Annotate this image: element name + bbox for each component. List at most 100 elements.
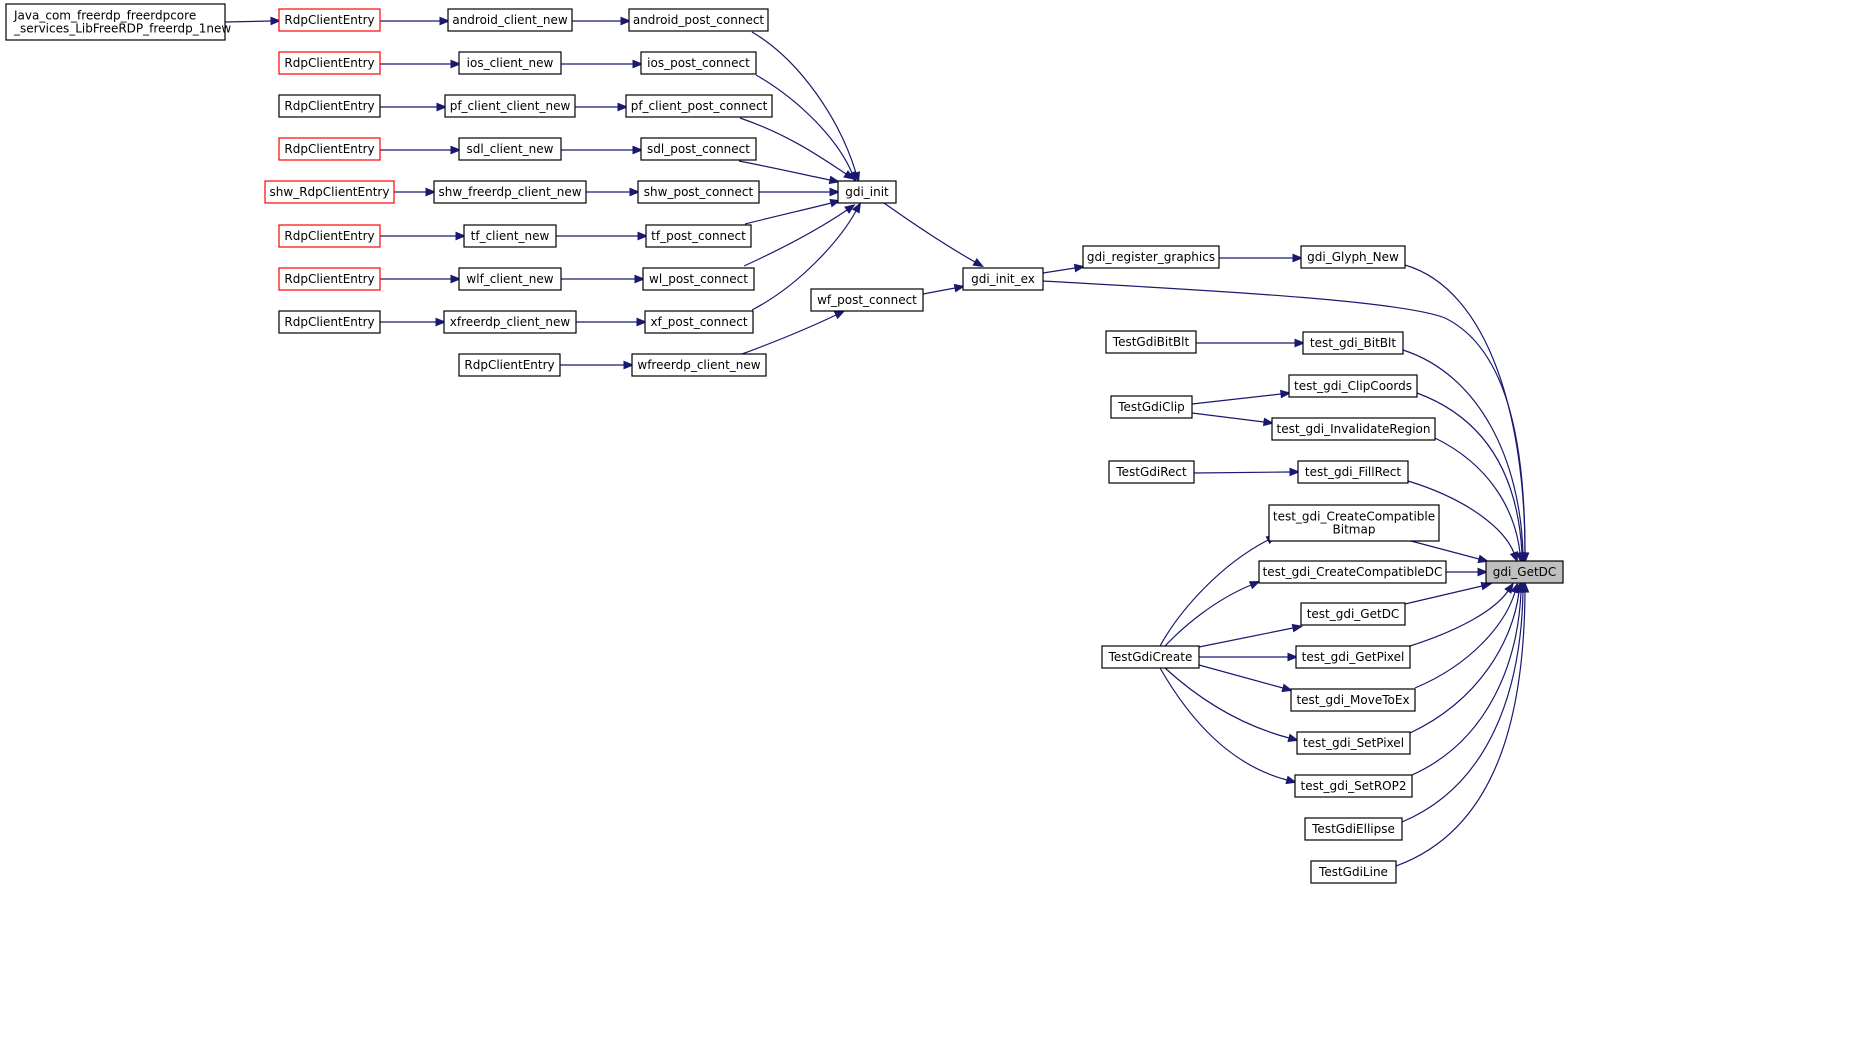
node-label: TestGdiClip <box>1117 400 1185 414</box>
node-box <box>1296 731 1411 755</box>
node-box <box>278 8 381 32</box>
node-label: ios_client_new <box>467 56 554 70</box>
node-gdi_init_ex[interactable]: gdi_init_ex <box>962 267 1044 291</box>
node-sdl_client_new[interactable]: sdl_client_new <box>458 137 562 161</box>
edge-xf_post_connect-to-gdi_init <box>751 201 861 311</box>
node-rce_ios[interactable]: RdpClientEntry <box>278 51 381 75</box>
node-java_entry[interactable]: Java_com_freerdp_freerdpcore_services_Li… <box>5 3 231 41</box>
node-shw_freerdp_client_new[interactable]: shw_freerdp_client_new <box>433 180 587 204</box>
node-label: test_gdi_MoveToEx <box>1296 693 1409 707</box>
node-box <box>640 51 757 75</box>
arrowhead <box>1292 253 1304 263</box>
edge-line <box>1164 667 1290 739</box>
node-pf_client_post_connect[interactable]: pf_client_post_connect <box>625 94 773 118</box>
node-tf_post_connect[interactable]: tf_post_connect <box>645 224 752 248</box>
node-label: wf_post_connect <box>817 293 917 307</box>
node-android_post_connect[interactable]: android_post_connect <box>628 8 769 32</box>
node-label: test_gdi_CreateCompatible <box>1273 510 1435 524</box>
node-label: RdpClientEntry <box>284 13 374 27</box>
edge-TestGdiLine-to-gdi_GetDC <box>1395 581 1530 867</box>
node-rce_tf[interactable]: RdpClientEntry <box>278 224 381 248</box>
node-label: TestGdiRect <box>1115 465 1187 479</box>
node-label: test_gdi_BitBlt <box>1310 336 1396 350</box>
node-test_gdi_SetPixel[interactable]: test_gdi_SetPixel <box>1296 731 1411 755</box>
node-gdi_register_graphics[interactable]: gdi_register_graphics <box>1082 245 1220 269</box>
node-TestGdiBitBlt[interactable]: TestGdiBitBlt <box>1105 330 1197 354</box>
node-test_gdi_MoveToEx[interactable]: test_gdi_MoveToEx <box>1290 688 1416 712</box>
node-test_gdi_GetPixel[interactable]: test_gdi_GetPixel <box>1295 645 1411 669</box>
node-box <box>1295 645 1411 669</box>
node-test_gdi_BitBlt[interactable]: test_gdi_BitBlt <box>1302 331 1404 355</box>
node-label: sdl_post_connect <box>647 142 750 156</box>
node-label: Bitmap <box>1333 523 1376 537</box>
node-ios_post_connect[interactable]: ios_post_connect <box>640 51 757 75</box>
node-label: test_gdi_GetPixel <box>1302 650 1405 664</box>
node-shw_rce[interactable]: shw_RdpClientEntry <box>264 180 395 204</box>
node-box <box>637 180 760 204</box>
node-box <box>264 180 395 204</box>
edge-test_gdi_CreateCompatibleBitmap-to-gdi_GetDC <box>1410 540 1490 564</box>
node-box <box>645 224 752 248</box>
arrowhead <box>972 257 985 268</box>
edge-TestGdiCreate-to-test_gdi_GetDC <box>1198 623 1304 648</box>
node-xf_post_connect[interactable]: xf_post_connect <box>644 310 754 334</box>
arrowhead <box>1248 581 1261 590</box>
node-rce_android[interactable]: RdpClientEntry <box>278 8 381 32</box>
node-TestGdiLine[interactable]: TestGdiLine <box>1310 860 1397 884</box>
node-gdi_Glyph_New[interactable]: gdi_Glyph_New <box>1300 245 1406 269</box>
node-box <box>5 3 226 41</box>
edge-test_gdi_MoveToEx-to-gdi_GetDC <box>1414 582 1520 689</box>
edge-test_gdi_FillRect-to-gdi_GetDC <box>1407 480 1518 563</box>
edge-shw_rce-to-shw_freerdp_client_new <box>394 187 437 197</box>
node-box <box>458 51 562 75</box>
node-tf_client_new[interactable]: tf_client_new <box>463 224 557 248</box>
node-box <box>447 8 573 32</box>
node-android_client_new[interactable]: android_client_new <box>447 8 573 32</box>
node-box <box>458 267 562 291</box>
node-rce_xf[interactable]: RdpClientEntry <box>278 310 381 334</box>
arrowhead <box>455 231 467 241</box>
node-sdl_post_connect[interactable]: sdl_post_connect <box>640 137 757 161</box>
node-wf_post_connect[interactable]: wf_post_connect <box>810 288 924 312</box>
node-box <box>278 310 381 334</box>
arrowhead <box>1515 552 1525 564</box>
node-test_gdi_FillRect[interactable]: test_gdi_FillRect <box>1297 460 1409 484</box>
arrowhead <box>439 16 451 26</box>
node-rce_sdl[interactable]: RdpClientEntry <box>278 137 381 161</box>
arrowhead <box>1509 550 1518 563</box>
node-test_gdi_SetROP2[interactable]: test_gdi_SetROP2 <box>1294 774 1413 798</box>
node-box <box>1297 460 1409 484</box>
node-xfreerdp_client_new[interactable]: xfreerdp_client_new <box>443 310 577 334</box>
node-shw_post_connect[interactable]: shw_post_connect <box>637 180 760 204</box>
node-TestGdiCreate[interactable]: TestGdiCreate <box>1101 645 1200 669</box>
node-TestGdiClip[interactable]: TestGdiClip <box>1110 395 1193 419</box>
edge-line <box>1191 393 1282 405</box>
arrowhead <box>851 201 861 214</box>
node-rce_wlf[interactable]: RdpClientEntry <box>278 267 381 291</box>
node-wlf_client_new[interactable]: wlf_client_new <box>458 267 562 291</box>
node-rce_pf[interactable]: RdpClientEntry <box>278 94 381 118</box>
node-wfreerdp_client_new[interactable]: wfreerdp_client_new <box>631 353 767 377</box>
arrowhead <box>833 310 846 320</box>
edge-rce_android-to-android_client_new <box>380 16 451 26</box>
edge-TestGdiRect-to-test_gdi_FillRect <box>1193 467 1301 477</box>
node-TestGdiEllipse[interactable]: TestGdiEllipse <box>1304 817 1403 841</box>
node-test_gdi_InvalidateRegion[interactable]: test_gdi_InvalidateRegion <box>1271 417 1436 441</box>
arrowhead <box>636 317 648 327</box>
node-gdi_init[interactable]: gdi_init <box>837 180 897 204</box>
node-test_gdi_CreateCompatibleDC[interactable]: test_gdi_CreateCompatibleDC <box>1258 560 1447 584</box>
node-test_gdi_ClipCoords[interactable]: test_gdi_ClipCoords <box>1288 374 1418 398</box>
node-rce_wf[interactable]: RdpClientEntry <box>458 353 561 377</box>
edge-gdi_register_graphics-to-gdi_Glyph_New <box>1219 253 1304 263</box>
node-test_gdi_GetDC[interactable]: test_gdi_GetDC <box>1300 602 1406 626</box>
edge-TestGdiCreate-to-test_gdi_SetPixel <box>1164 667 1300 743</box>
node-pf_client_client_new[interactable]: pf_client_client_new <box>444 94 576 118</box>
node-ios_client_new[interactable]: ios_client_new <box>458 51 562 75</box>
node-TestGdiRect[interactable]: TestGdiRect <box>1108 460 1195 484</box>
node-label: RdpClientEntry <box>284 99 374 113</box>
node-box <box>962 267 1044 291</box>
node-wl_post_connect[interactable]: wl_post_connect <box>642 267 755 291</box>
node-box <box>631 353 767 377</box>
node-label: test_gdi_CreateCompatibleDC <box>1263 565 1443 579</box>
